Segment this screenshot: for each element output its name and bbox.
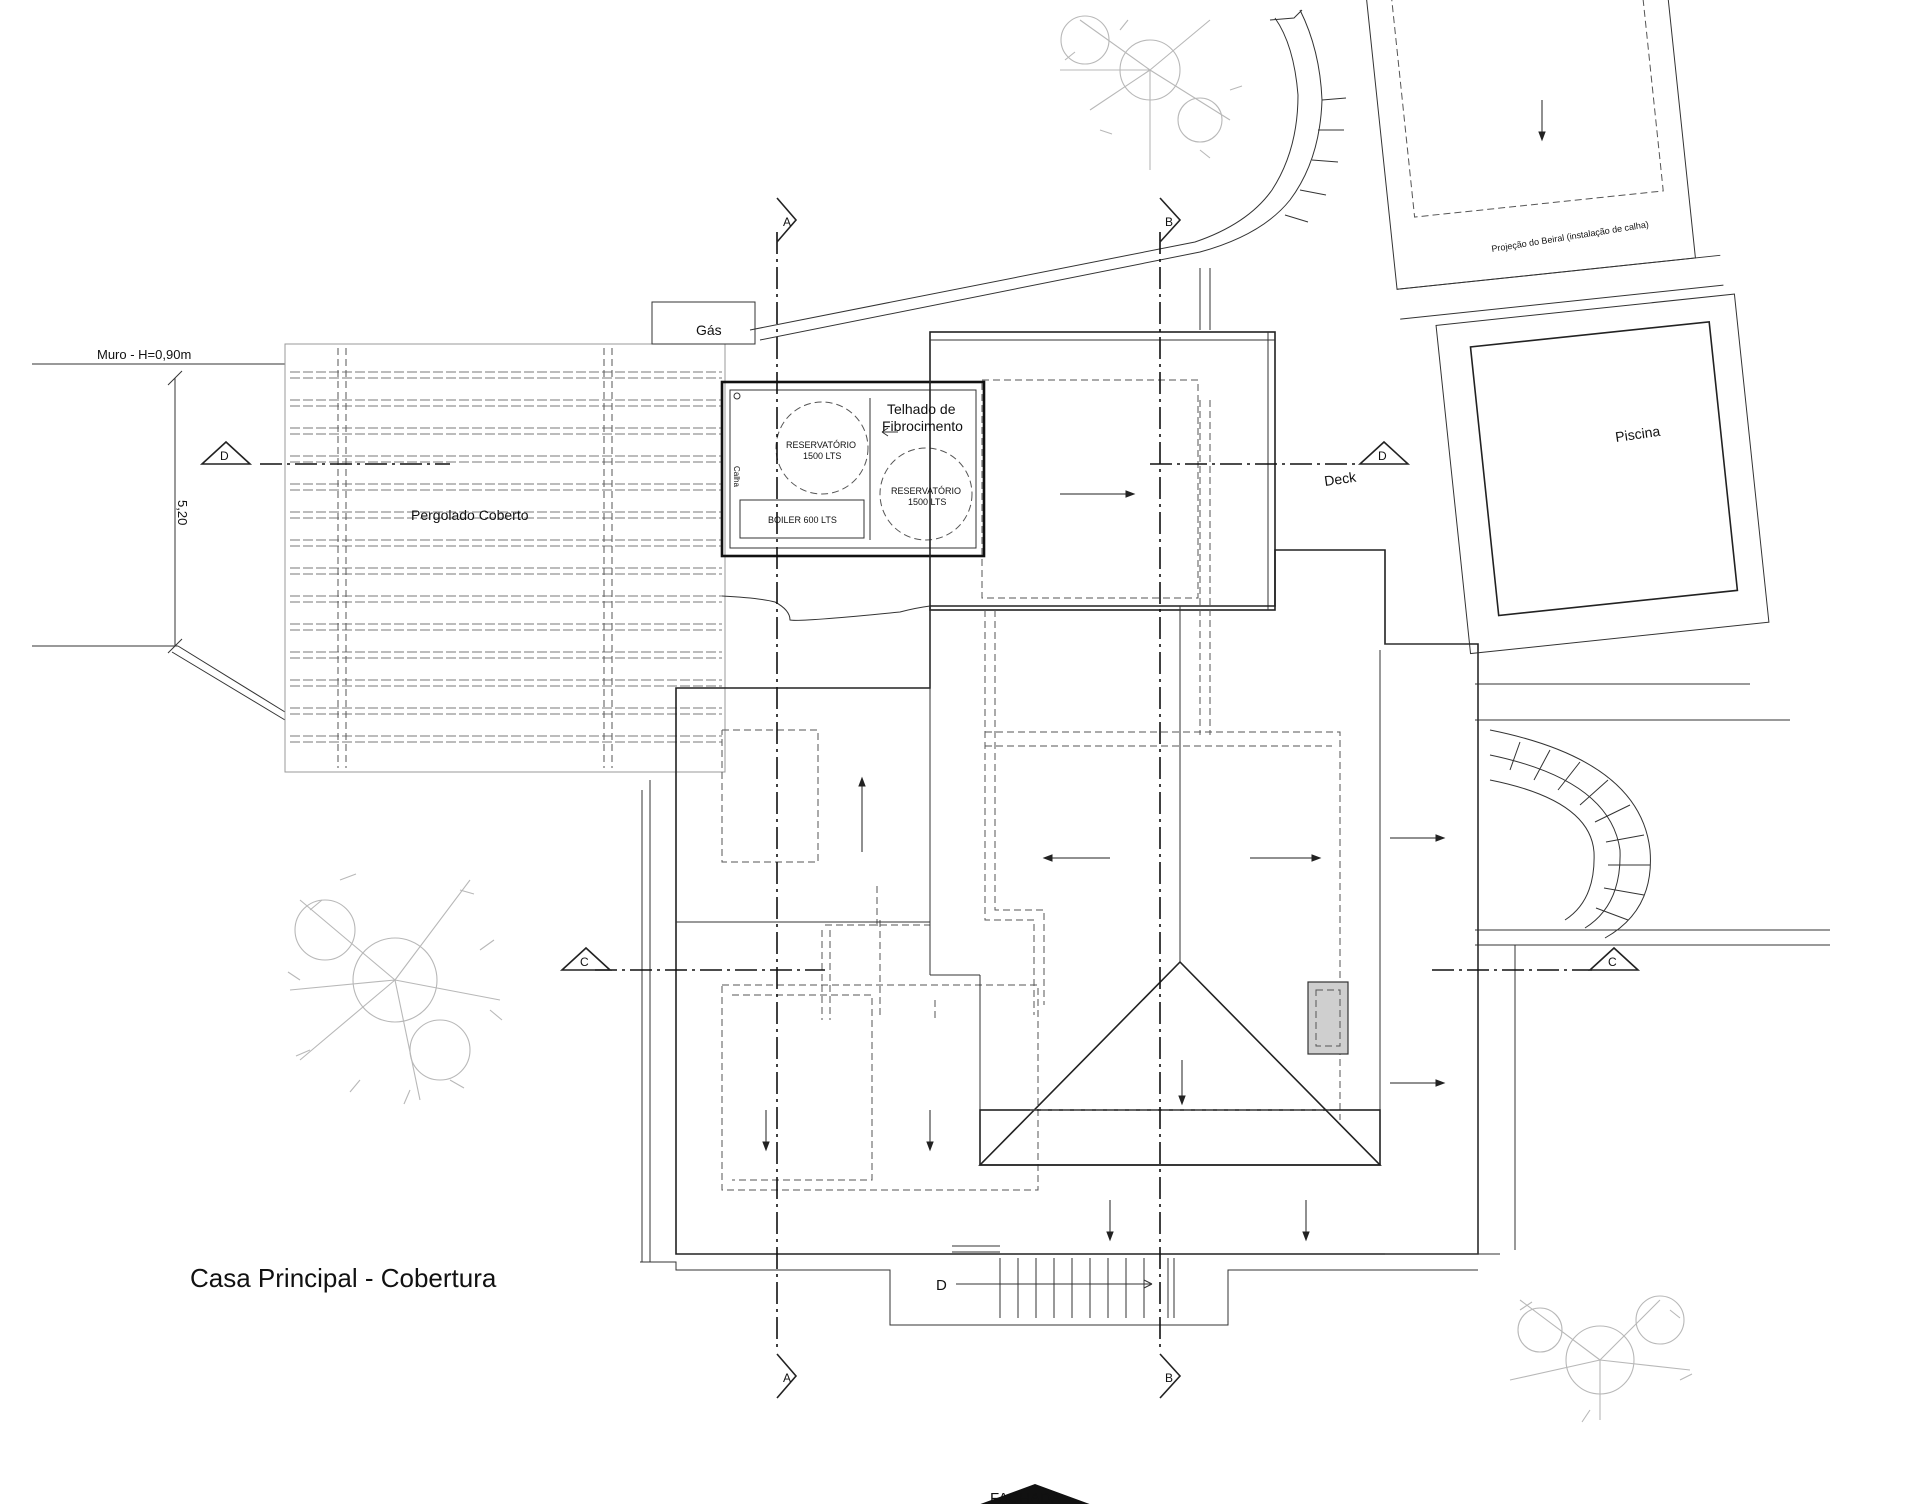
section-d-left-label: D (220, 449, 229, 463)
gas-label: Gás (696, 322, 722, 338)
section-markers (199, 197, 1641, 1399)
section-c-right-label: C (1608, 955, 1617, 969)
reservoir-2-capacity: 1500 LTS (908, 497, 946, 507)
pool-label: Piscina (1614, 423, 1661, 445)
facade-label: FACHADA (990, 1490, 1061, 1504)
tree-top (1060, 15, 1243, 170)
stair-down-label: D (936, 1277, 947, 1294)
main-roof (640, 100, 1546, 1326)
pool-area (1362, 0, 1770, 655)
wall-label: Muro - H=0,90m (97, 347, 191, 362)
boiler-label: BOILER 600 LTS (768, 515, 837, 525)
pergola-label: Pergolado Coberto (411, 507, 529, 523)
roof-material-line1: Telhado de (887, 401, 956, 417)
dimension-label: 5,20 (175, 500, 190, 525)
pergola (284, 301, 756, 773)
eave-projection-label: Projeção do Beiral (instalação de calha) (1491, 219, 1650, 254)
reservoir-1-label: RESERVATÓRIO (786, 440, 856, 450)
entrance-stairs (952, 1245, 1175, 1318)
drawing-title: Casa Principal - Cobertura (190, 1263, 497, 1293)
curved-steps (1475, 683, 1830, 1250)
tree-left (287, 873, 503, 1105)
section-b-bottom-label: B (1165, 1371, 1173, 1385)
section-cuts (260, 232, 1592, 1350)
water-tank-enclosure (720, 380, 986, 558)
section-d-right-label: D (1378, 449, 1387, 463)
section-a-top-label: A (783, 215, 791, 229)
slope-arrows (762, 100, 1546, 1242)
roof-material-line2: Fibrocimento (882, 418, 963, 434)
tree-bottom-right (1509, 1295, 1693, 1423)
site-context (32, 0, 1830, 1423)
deck-label: Deck (1323, 469, 1358, 489)
dimension-line (167, 370, 183, 654)
reservoir-2-label: RESERVATÓRIO (891, 486, 961, 496)
section-c-left-label: C (580, 955, 589, 969)
facade-arrow (980, 1484, 1090, 1504)
section-a-bottom-label: A (783, 1371, 791, 1385)
section-b-top-label: B (1165, 215, 1173, 229)
gutter-label: Calha (732, 466, 741, 487)
reservoir-1-capacity: 1500 LTS (803, 451, 841, 461)
